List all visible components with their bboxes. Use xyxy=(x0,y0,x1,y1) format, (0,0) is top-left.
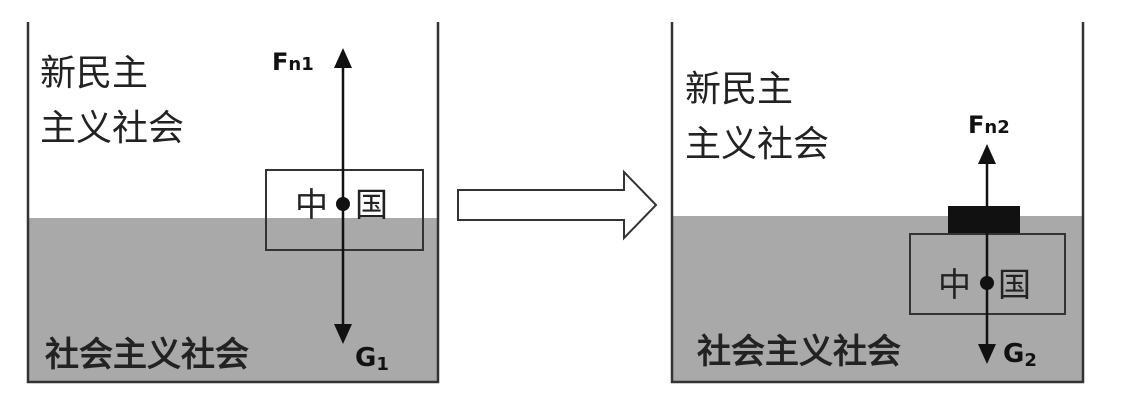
left-force-down-arrowhead xyxy=(334,324,352,344)
right-top-text-line2: 主义社会 xyxy=(685,124,829,165)
right-panel: 新民主 主义社会 中 国 Fn2 G2 社会主义社会 xyxy=(670,22,1085,384)
left-block xyxy=(265,169,424,251)
left-top-text-line1: 新民主 xyxy=(40,53,148,94)
right-container xyxy=(670,22,1085,384)
left-force-up-arrowhead xyxy=(334,48,352,68)
left-force-down-label: G1 xyxy=(355,343,389,375)
right-block-char1: 中 xyxy=(938,265,971,304)
right-water-text: 社会主义社会 xyxy=(697,332,901,372)
left-water-text: 社会主义社会 xyxy=(45,335,249,375)
left-container xyxy=(26,22,440,384)
right-block-char2: 国 xyxy=(998,265,1031,304)
right-force-up-arrowhead xyxy=(978,144,996,164)
left-block-char2: 国 xyxy=(355,185,388,224)
left-panel: 新民主 主义社会 中 国 Fn1 G1 社会主义社会 xyxy=(26,22,440,384)
hollow-right-arrow-icon xyxy=(457,169,658,241)
left-force-up-label: Fn1 xyxy=(272,48,314,76)
right-force-up-label: Fn2 xyxy=(968,111,1010,139)
left-top-text-line2: 主义社会 xyxy=(40,108,184,149)
left-center-of-mass xyxy=(336,197,350,211)
left-water xyxy=(28,218,438,382)
right-center-of-mass xyxy=(980,276,994,290)
right-water xyxy=(672,216,1083,382)
left-block-char1: 中 xyxy=(295,185,328,224)
right-weight xyxy=(948,206,1020,234)
right-top-text-line1: 新民主 xyxy=(685,69,793,110)
right-force-down-label: G2 xyxy=(1003,339,1037,371)
right-force-down-arrowhead xyxy=(978,344,996,364)
